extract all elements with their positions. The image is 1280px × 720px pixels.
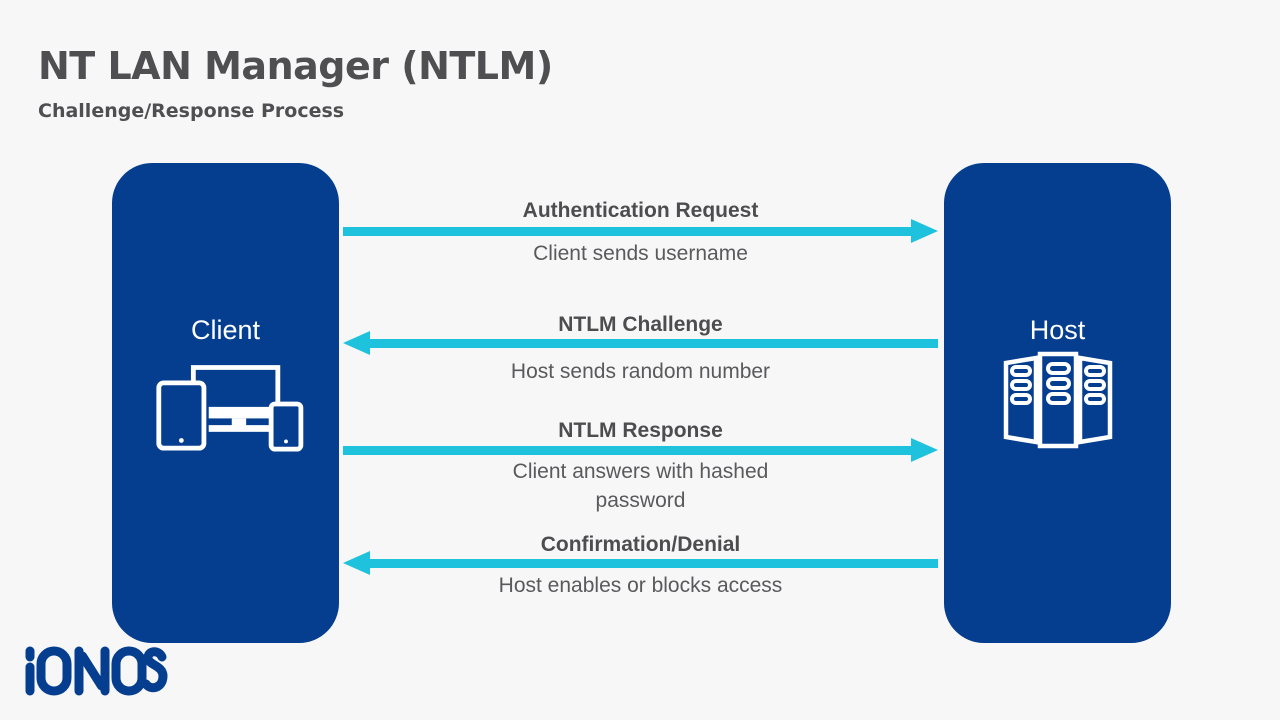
step-2-description: Host sends random number xyxy=(510,360,771,383)
step-2-title: NTLM Challenge xyxy=(558,313,723,336)
step-4-title: Confirmation/Denial xyxy=(540,533,741,556)
host-node-label: Host xyxy=(1029,315,1086,345)
client-devices-icon xyxy=(155,365,303,452)
arrow-right-icon xyxy=(343,219,938,243)
arrow-shaft xyxy=(370,338,938,348)
arrow-shaft xyxy=(343,445,911,455)
server-rack-icon xyxy=(1003,351,1112,449)
client-node: Client xyxy=(112,163,339,643)
step-3-title: NTLM Response xyxy=(558,419,723,442)
arrow-head xyxy=(343,331,370,355)
ionos-logo xyxy=(25,646,168,696)
step-1-title: Authentication Request xyxy=(522,199,759,222)
page-subtitle: Challenge/Response Process xyxy=(38,100,345,122)
arrow-left-icon xyxy=(343,331,938,355)
client-node-label: Client xyxy=(190,315,261,345)
arrow-head xyxy=(911,219,938,243)
arrow-shaft xyxy=(370,558,938,568)
host-node: Host xyxy=(944,163,1171,643)
page-title: NT LAN Manager (NTLM) xyxy=(38,44,553,88)
arrow-left-icon xyxy=(343,551,938,575)
arrow-head xyxy=(911,438,938,462)
step-4-description: Host enables or blocks access xyxy=(498,574,783,597)
arrow-right-icon xyxy=(343,438,938,462)
arrow-head xyxy=(343,551,370,575)
step-3-description: Client answers with hashed password xyxy=(512,460,769,512)
arrow-shaft xyxy=(343,226,911,236)
step-1-description: Client sends username xyxy=(533,242,748,265)
